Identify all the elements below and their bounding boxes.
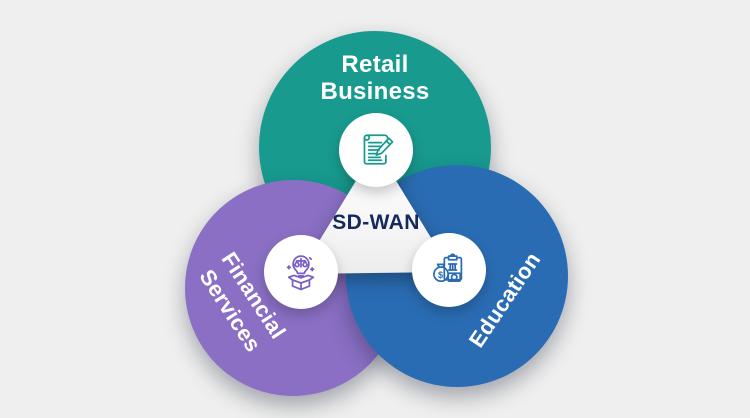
center-title: SD-WAN [332,211,420,234]
dollar-glyph: $ [438,270,443,280]
money-bag-clipboard-icon: $ [433,253,463,282]
financial-services-icon-badge [264,235,338,309]
segment-label-line: Retail [341,51,409,78]
retail-business-icon-badge [339,113,413,187]
education-icon-badge: $ [412,233,486,307]
notepad-pencil-icon [363,134,394,165]
segment-label-retail-business: Retail Business [259,51,491,106]
segment-label-line: Business [320,77,430,105]
lightbulb-scales-box-icon [286,255,315,291]
